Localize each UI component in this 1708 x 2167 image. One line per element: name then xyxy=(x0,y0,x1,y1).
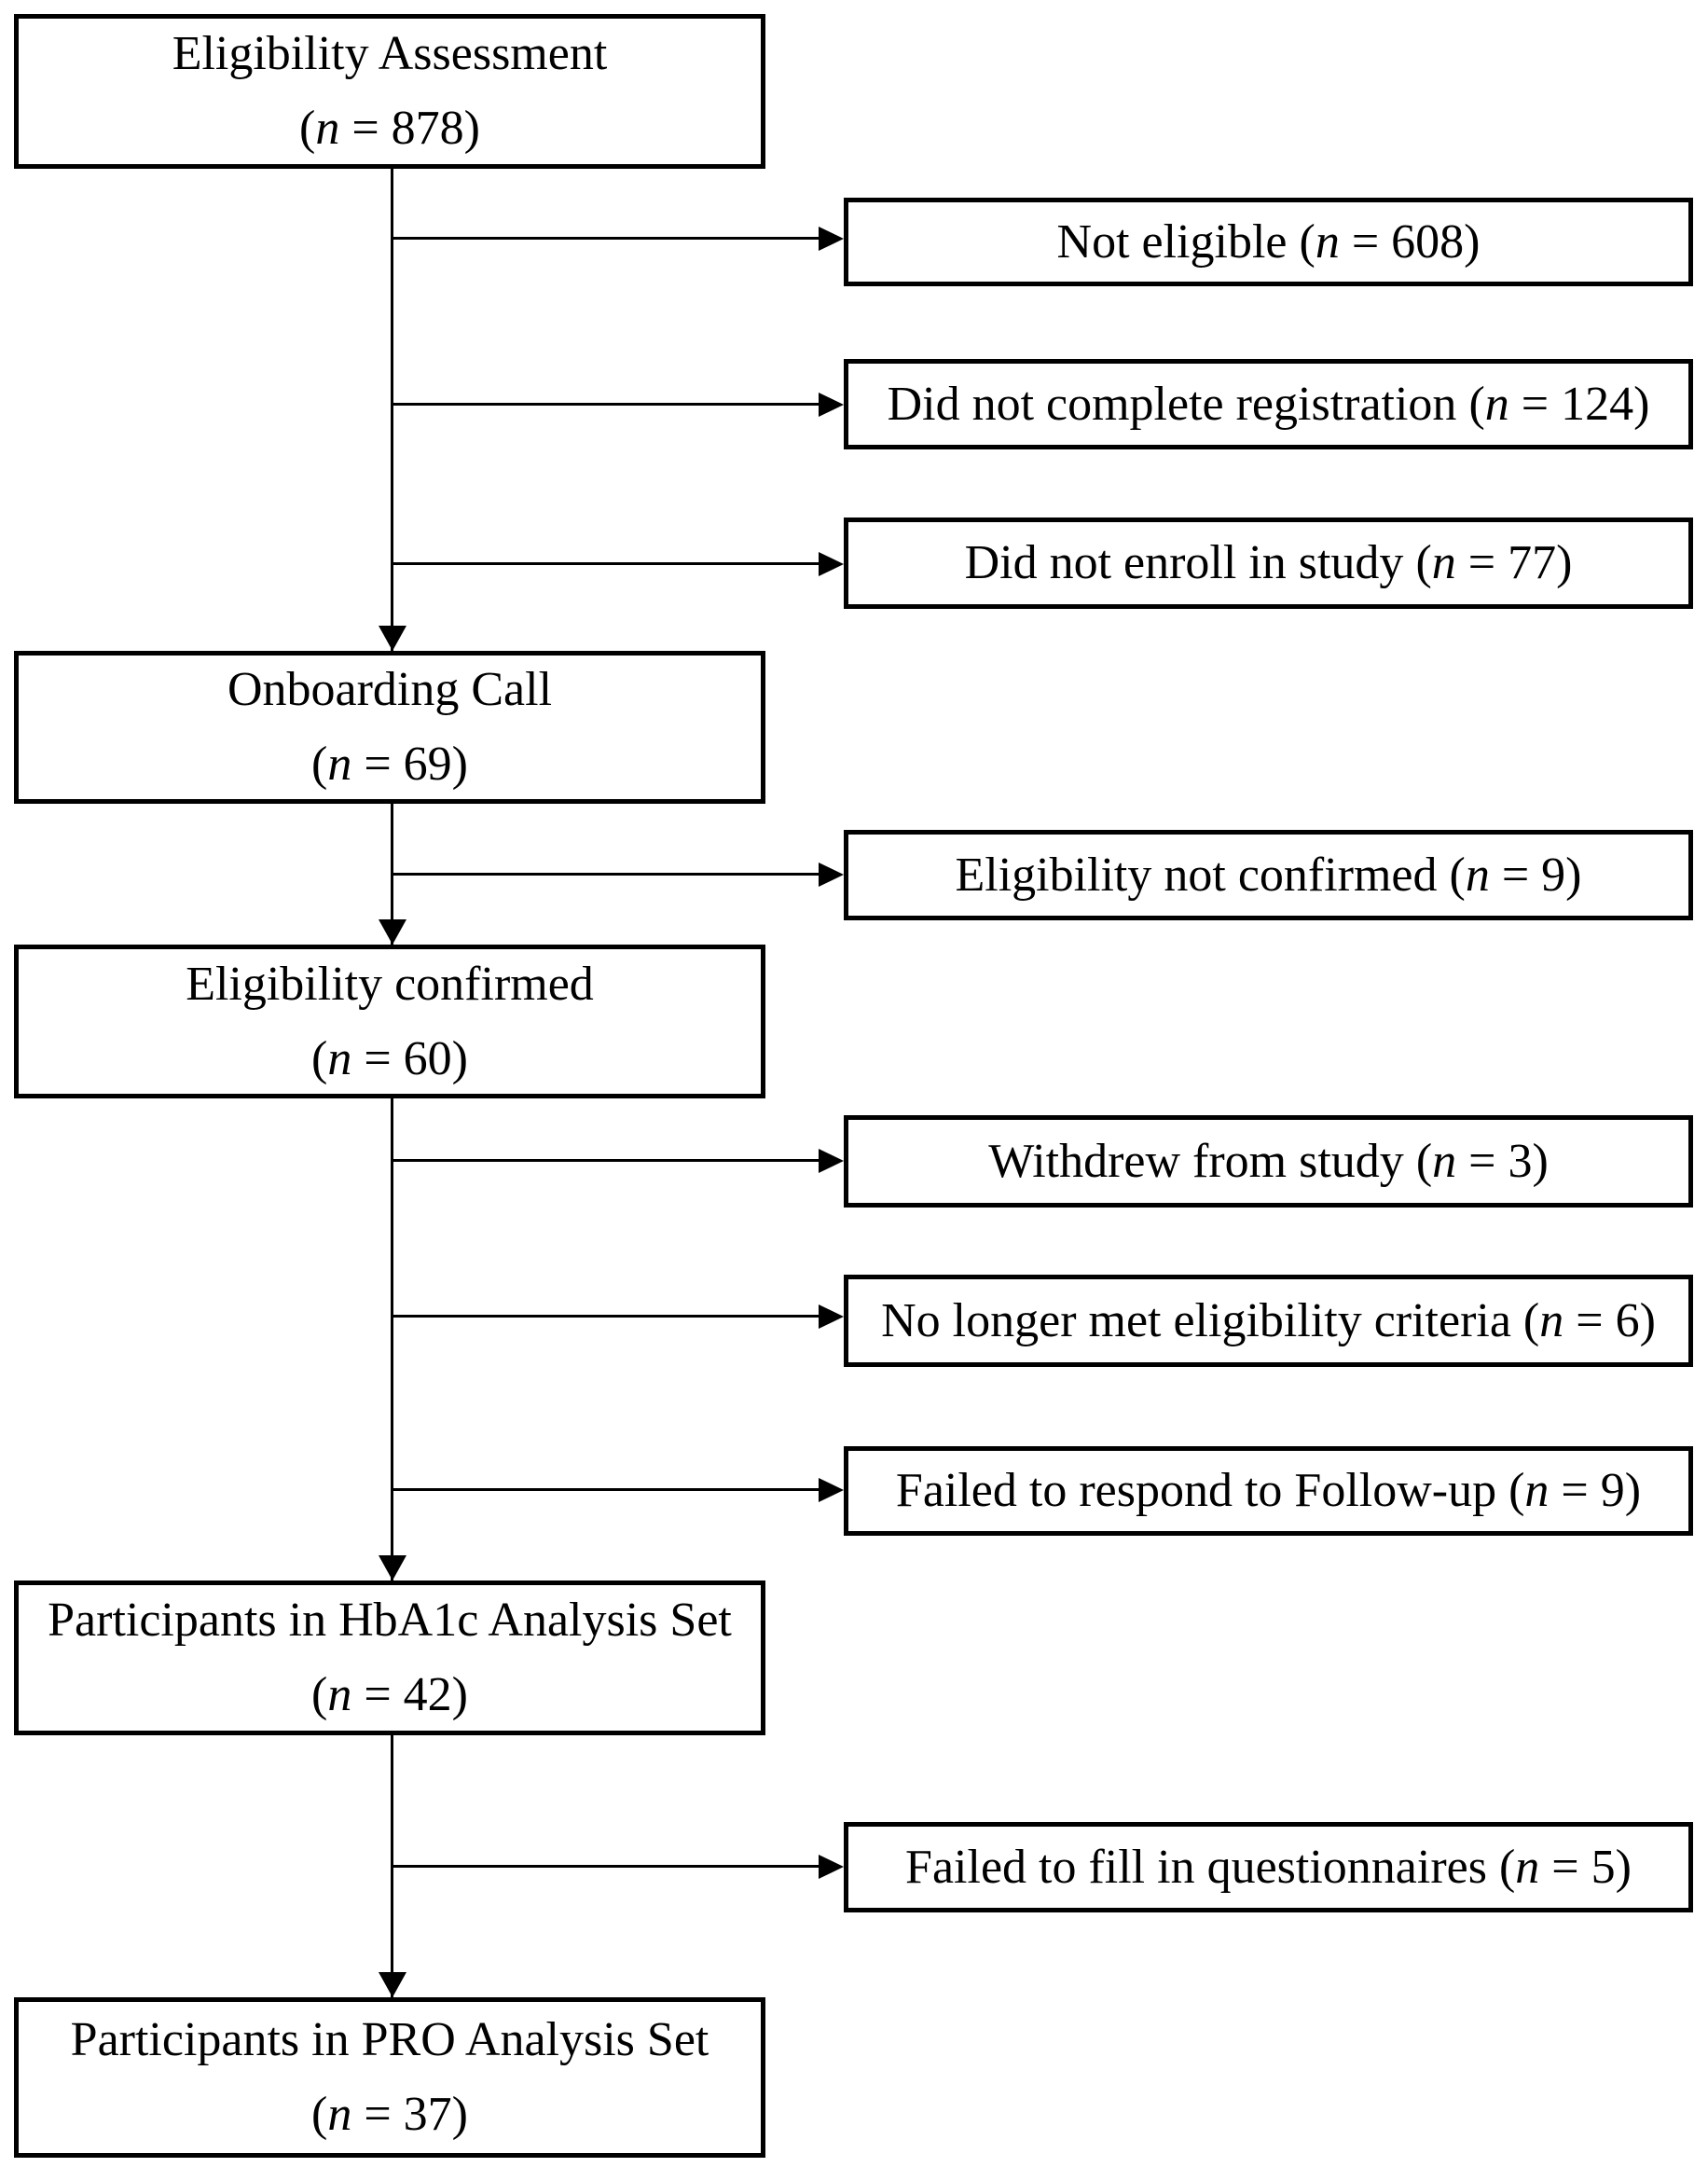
box-label: Eligibility confirmed xyxy=(186,957,594,1011)
flow-box-eligibility-assessment: Eligibility Assessment (n = 878) xyxy=(14,14,765,169)
branch-line-withdrew xyxy=(393,1159,820,1162)
arrowhead-down-confirmed xyxy=(379,919,406,945)
arrowhead-right-failed-followup xyxy=(819,1478,844,1502)
arrowhead-right-eligibility-not-confirmed xyxy=(819,863,844,887)
branch-line-did-not-enroll xyxy=(393,562,820,565)
connector-onboarding-to-confirmed xyxy=(391,804,393,945)
flow-box-not-eligible: Not eligible (n = 608) xyxy=(844,198,1693,286)
flow-box-failed-to-fill-questionnaires: Failed to fill in questionnaires (n = 5) xyxy=(844,1822,1693,1912)
arrowhead-right-did-not-enroll xyxy=(819,552,844,576)
arrowhead-down-onboarding xyxy=(379,626,406,651)
box-count: (n = 878) xyxy=(299,102,480,155)
box-count: (n = 60) xyxy=(311,1031,468,1085)
flow-box-did-not-complete-registration: Did not complete registration (n = 124) xyxy=(844,359,1693,449)
arrowhead-right-not-eligible xyxy=(819,227,844,251)
box-label: Participants in PRO Analysis Set xyxy=(70,2013,709,2066)
flow-box-did-not-enroll: Did not enroll in study (n = 77) xyxy=(844,518,1693,609)
flow-box-eligibility-confirmed: Eligibility confirmed (n = 60) xyxy=(14,945,765,1098)
box-label: Did not enroll in study (n = 77) xyxy=(964,536,1573,589)
box-count: (n = 69) xyxy=(311,738,468,791)
box-count: (n = 37) xyxy=(311,2088,468,2141)
connector-assessment-to-onboarding xyxy=(391,169,393,651)
branch-line-eligibility-not-confirmed xyxy=(393,873,820,876)
arrowhead-right-withdrew xyxy=(819,1149,844,1173)
connector-confirmed-to-hba1c xyxy=(391,1098,393,1580)
flow-box-pro-analysis-set: Participants in PRO Analysis Set (n = 37… xyxy=(14,1997,765,2158)
box-label: No longer met eligibility criteria (n = … xyxy=(881,1293,1656,1347)
box-label: Failed to respond to Follow-up (n = 9) xyxy=(895,1464,1642,1517)
flow-box-onboarding-call: Onboarding Call (n = 69) xyxy=(14,651,765,804)
box-count: (n = 42) xyxy=(311,1668,468,1721)
arrowhead-down-pro xyxy=(379,1972,406,1997)
box-label: Failed to fill in questionnaires (n = 5) xyxy=(905,1840,1632,1894)
branch-line-did-not-complete-registration xyxy=(393,403,820,406)
branch-line-failed-followup xyxy=(393,1488,820,1491)
connector-hba1c-to-pro xyxy=(391,1735,393,1997)
arrowhead-down-hba1c xyxy=(379,1555,406,1580)
box-label: Eligibility Assessment xyxy=(172,27,608,80)
box-label: Not eligible (n = 608) xyxy=(1056,214,1481,269)
flow-box-withdrew-from-study: Withdrew from study (n = 3) xyxy=(844,1115,1693,1208)
box-label: Participants in HbA1c Analysis Set xyxy=(48,1594,732,1647)
box-label: Withdrew from study (n = 3) xyxy=(988,1134,1549,1188)
flow-box-eligibility-not-confirmed: Eligibility not confirmed (n = 9) xyxy=(844,830,1693,920)
box-label: Eligibility not confirmed (n = 9) xyxy=(955,848,1582,902)
branch-line-no-longer-met-criteria xyxy=(393,1315,820,1318)
arrowhead-right-did-not-complete-registration xyxy=(819,393,844,417)
box-label: Did not complete registration (n = 124) xyxy=(887,377,1650,431)
arrowhead-right-failed-questionnaires xyxy=(819,1855,844,1879)
flow-box-hba1c-analysis-set: Participants in HbA1c Analysis Set (n = … xyxy=(14,1580,765,1735)
arrowhead-right-no-longer-met-criteria xyxy=(819,1304,844,1329)
flow-box-failed-to-respond-followup: Failed to respond to Follow-up (n = 9) xyxy=(844,1446,1693,1536)
box-label: Onboarding Call xyxy=(227,663,553,716)
flow-box-no-longer-met-criteria: No longer met eligibility criteria (n = … xyxy=(844,1275,1693,1367)
branch-line-not-eligible xyxy=(393,237,820,240)
branch-line-failed-questionnaires xyxy=(393,1865,820,1868)
